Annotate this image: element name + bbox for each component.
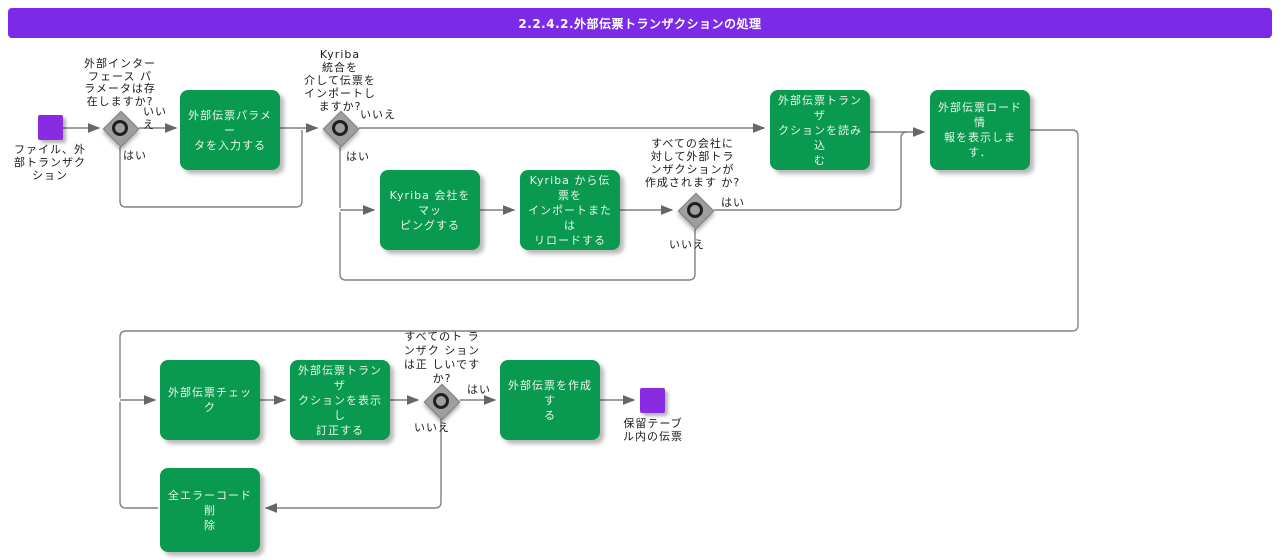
decision-question: 外部インター フェース パ ラメータは存 在しますか?	[84, 57, 156, 108]
task-create-external-voucher: 外部伝票を作成す る	[500, 360, 600, 440]
gateway-circle-icon	[332, 120, 348, 136]
end-event-label: 保留テーブ ル内の伝票	[623, 417, 683, 443]
task-delete-all-error-codes: 全エラーコード削 除	[160, 468, 260, 552]
task-enter-voucher-params: 外部伝票パラメー タを入力する	[180, 90, 280, 170]
end-event-square	[640, 388, 665, 413]
connector-show-info-to-check	[119, 129, 1079, 398]
branch-label-no: いいえ	[360, 108, 396, 121]
branch-label-no: いいえ	[669, 238, 705, 251]
decision-question: すべてのト ラ ンザク ション は正 しいです か?	[403, 330, 481, 385]
decision-question: Kyriba 統合を 介して伝票を インポートし ますか?	[304, 48, 376, 113]
diagram-title: 2.2.4.2.外部伝票トランザクションの処理	[518, 16, 762, 31]
start-event-label: ファイル、外 部トランザク ション	[14, 143, 86, 182]
connector-d3-no-loop	[339, 212, 696, 281]
branch-label-no: いいえ	[414, 421, 450, 434]
task-display-and-correct-transactions: 外部伝票トランザ クションを表示し 訂正する	[290, 360, 390, 440]
decision-all-transactions-correct	[423, 383, 461, 421]
branch-label-yes: はい	[346, 150, 370, 163]
branch-label-no: いい え	[143, 105, 167, 131]
gateway-circle-icon	[687, 202, 703, 218]
gateway-circle-icon	[112, 120, 128, 136]
branch-label-yes: はい	[467, 383, 491, 396]
task-show-load-info: 外部伝票ロード情 報を表示します．	[930, 90, 1030, 170]
task-map-kyriba-companies: Kyriba 会社をマッ ピングする	[380, 170, 480, 250]
task-load-voucher-transactions: 外部伝票トランザ クションを読み込 む	[770, 90, 870, 170]
connector-d1-yes-loop	[119, 130, 303, 208]
gateway-circle-icon	[433, 393, 449, 409]
decision-import-via-kyriba	[322, 110, 360, 148]
task-check-external-vouchers: 外部伝票チェック	[160, 360, 260, 440]
decision-question: すべての会社に 対して外部トラ ンザクションが 作成されます か?	[644, 137, 741, 189]
branch-label-yes: はい	[721, 196, 745, 209]
start-event-square	[38, 115, 63, 140]
task-import-or-reload-vouchers: Kyriba から伝票を インポートまたは リロードする	[520, 170, 620, 250]
diagram-title-bar: 2.2.4.2.外部伝票トランザクションの処理	[8, 8, 1272, 38]
connector-delete-errors-loop-back	[119, 402, 158, 509]
decision-transactions-created-all	[677, 192, 715, 230]
decision-interface-params-exist	[102, 110, 140, 148]
branch-label-yes: はい	[123, 149, 147, 162]
connector-d4-no-to-delete-errors	[264, 419, 442, 513]
